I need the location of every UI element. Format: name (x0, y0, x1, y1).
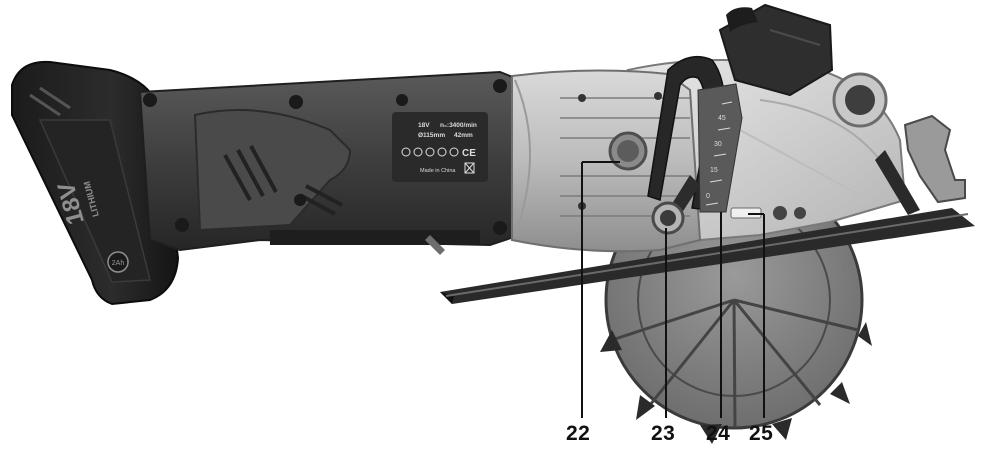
guard-lever (875, 114, 966, 215)
callout-22-label: 22 (566, 422, 591, 445)
scale-mark-15: 15 (710, 167, 718, 174)
rating-label: 18V n₀:3400/min Ø115mm 42mm CE Made in C… (392, 112, 488, 182)
bevel-scale: 45 30 15 0 (697, 83, 743, 213)
ce-mark: CE (462, 148, 476, 159)
battery: 18V LITHIUM 2Ah (11, 60, 180, 306)
scale-mark-30: 30 (714, 141, 722, 148)
label-origin: Made in China (420, 168, 456, 174)
base-plate (440, 208, 975, 304)
label-cut-depth: 42mm (454, 132, 473, 139)
callout-23-label: 23 (651, 422, 676, 445)
bevel-lock-knob (651, 201, 685, 235)
callout-25-label: 25 (749, 422, 774, 445)
scale-mark-0: 0 (706, 193, 710, 200)
callout-24-label: 24 (706, 422, 731, 445)
battery-capacity-label: 2Ah (112, 260, 125, 267)
top-handle (718, 3, 834, 97)
label-blade-diameter: Ø115mm (418, 132, 445, 139)
callout-lines (581, 161, 765, 418)
label-voltage: 18V (418, 122, 430, 129)
scale-mark-45: 45 (718, 115, 726, 122)
label-speed: n₀:3400/min (440, 122, 477, 129)
